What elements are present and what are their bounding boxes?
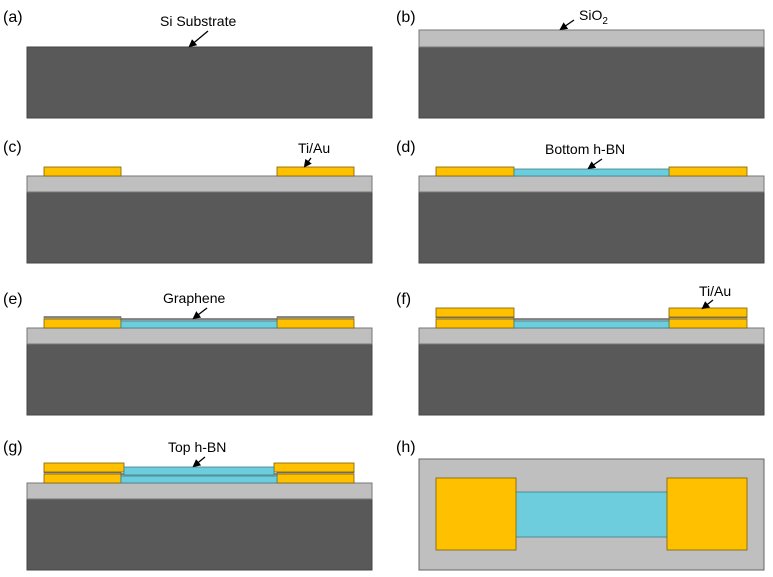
annotation-arrow [559,19,575,31]
sio2-layer [26,482,373,500]
sio2-layer [418,327,765,345]
panel-label-a: (a) [3,9,23,26]
ti-au-contact-left [435,166,515,177]
annotation-arrow [303,157,312,168]
annotation-bottom-hbn: Bottom h-BN [545,141,625,157]
bottom-hbn-layer [120,475,278,484]
bottom-hbn-layer [120,320,278,329]
panel-label-g: (g) [3,439,23,456]
ti-au-contact-left [435,318,515,329]
ti-au-pad-right-top-view [666,477,748,551]
sio2-layer [418,29,765,48]
ti-au-top-contact-left [43,462,125,473]
panel-c: (c) Ti/Au [3,139,373,264]
annotation-top-hbn: Top h-BN [168,439,226,455]
annotation-arrow [188,30,209,48]
panel-label-h: (h) [396,439,416,456]
annotation-arrow [192,307,208,320]
ti-au-contact-right [276,473,355,484]
ti-au-top-contact-left [435,307,515,318]
bottom-hbn-layer [513,320,670,329]
panel-g: (g) Top h-BN [3,439,373,571]
ti-au-contact-left [43,166,122,177]
ti-au-contact-right [276,318,355,329]
panel-label-f: (f) [396,291,411,308]
annotation-ti-au: Ti/Au [298,140,330,156]
annotation-sio2: SiO2 [579,7,608,27]
ti-au-contact-left [43,473,122,484]
si-substrate [26,498,373,571]
panel-label-e: (e) [3,291,23,308]
annotation-arrow [587,158,603,170]
annotation-arrow [192,456,206,468]
top-hbn-layer [123,466,275,476]
si-substrate [418,191,765,264]
annotation-sio2-subscript: 2 [602,16,608,27]
ti-au-contact-left [43,318,122,329]
ti-au-top-contact-right [668,307,748,318]
si-substrate [26,46,373,119]
panel-h: (h) [396,439,765,571]
ti-au-pad-left-top-view [435,477,517,551]
panel-label-b: (b) [396,9,416,26]
si-substrate [26,343,373,416]
si-substrate [26,191,373,264]
sio2-layer [418,175,765,193]
bottom-hbn-layer [513,168,670,177]
annotation-ti-au: Ti/Au [699,283,731,299]
ti-au-contact-right [276,166,355,177]
panel-b: (b) SiO2 [396,7,765,119]
sio2-layer [26,175,373,193]
si-substrate [418,343,765,416]
panel-label-c: (c) [3,139,22,156]
si-substrate [418,46,765,119]
annotation-sio2-main: SiO [579,7,602,23]
hbn-channel-top-view [513,491,670,538]
panel-e: (e) Graphene [3,290,373,416]
panel-d: (d) Bottom h-BN [396,139,765,264]
annotation-arrow [701,299,714,310]
ti-au-top-contact-right [273,462,355,473]
ti-au-contact-right [668,318,748,329]
panel-label-d: (d) [396,139,416,156]
graphene-layer [43,316,355,321]
annotation-graphene: Graphene [163,290,225,306]
sio2-layer [26,327,373,345]
annotation-si-substrate: Si Substrate [160,13,236,29]
ti-au-contact-right [668,166,748,177]
panel-a: (a) Si Substrate [3,9,373,119]
panel-f: (f) Ti/Au [396,283,765,416]
